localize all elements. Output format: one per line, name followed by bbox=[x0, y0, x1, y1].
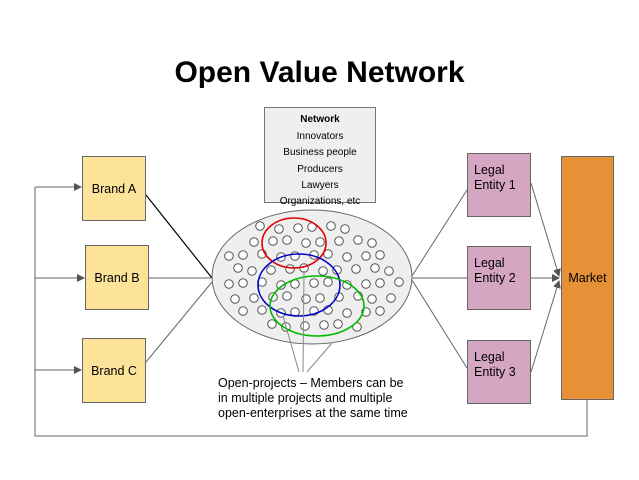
member-node bbox=[309, 278, 319, 288]
member-node bbox=[375, 306, 385, 316]
member-node bbox=[326, 221, 336, 231]
arrow-legal-1-market bbox=[530, 182, 561, 277]
network-item: Innovators bbox=[296, 130, 344, 142]
member-node bbox=[340, 224, 350, 234]
legal-entity-3-line2: Entity 3 bbox=[474, 365, 516, 379]
member-node bbox=[323, 277, 333, 287]
projects-caption: Open-projects – Members can be in multip… bbox=[218, 376, 438, 421]
member-node bbox=[224, 251, 234, 261]
legal-entity-1-line1: Legal bbox=[474, 163, 505, 177]
caption-pointer-2 bbox=[302, 270, 305, 373]
member-node bbox=[224, 279, 234, 289]
member-node bbox=[249, 293, 259, 303]
caption-pointer-1 bbox=[282, 315, 300, 373]
legal-entity-2-line2: Entity 2 bbox=[474, 271, 516, 285]
caption-line: Open-projects – Members can be bbox=[218, 376, 404, 390]
member-node bbox=[375, 278, 385, 288]
member-node bbox=[266, 265, 276, 275]
market-label: Market bbox=[568, 271, 607, 285]
network-item: Business people bbox=[283, 147, 357, 158]
connector-brand-c-network bbox=[145, 281, 213, 363]
member-node bbox=[301, 238, 311, 248]
member-node bbox=[233, 263, 243, 273]
member-node bbox=[361, 279, 371, 289]
legal-entity-2-box: Legal Entity 2 bbox=[467, 246, 531, 310]
member-node bbox=[274, 224, 284, 234]
member-node bbox=[282, 291, 292, 301]
member-node bbox=[384, 266, 394, 276]
member-node bbox=[386, 293, 396, 303]
diagram-title: Open Value Network bbox=[174, 56, 465, 89]
project-circle-green bbox=[269, 275, 365, 337]
member-node bbox=[257, 305, 267, 315]
brand-c-box: Brand C bbox=[82, 338, 146, 403]
legal-entity-3-box: Legal Entity 3 bbox=[467, 340, 531, 404]
member-node bbox=[249, 237, 259, 247]
member-node bbox=[333, 319, 343, 329]
member-node bbox=[370, 263, 380, 273]
member-node bbox=[285, 264, 295, 274]
network-heading: Network bbox=[300, 114, 340, 125]
member-node bbox=[367, 294, 377, 304]
member-node bbox=[255, 221, 265, 231]
connector-network-legal-3 bbox=[411, 279, 468, 369]
feedback-loop-line bbox=[34, 187, 588, 437]
network-item: Lawyers bbox=[301, 180, 339, 191]
member-node bbox=[361, 251, 371, 261]
member-node bbox=[268, 236, 278, 246]
member-node bbox=[342, 308, 352, 318]
arrow-legal-3-market bbox=[530, 280, 561, 373]
connector-brand-a-network bbox=[145, 194, 213, 279]
member-node bbox=[315, 237, 325, 247]
member-node bbox=[353, 235, 363, 245]
member-node bbox=[230, 294, 240, 304]
member-node bbox=[319, 320, 329, 330]
brand-b-box: Brand B bbox=[85, 245, 149, 310]
brand-a-box: Brand A bbox=[82, 156, 146, 221]
network-item: Organizations, etc bbox=[279, 195, 361, 207]
caption-pointer-3 bbox=[306, 342, 333, 373]
network-item: Producers bbox=[297, 163, 343, 175]
member-node bbox=[334, 236, 344, 246]
legal-entity-1-line2: Entity 1 bbox=[474, 178, 516, 192]
brand-c-label: Brand C bbox=[91, 363, 137, 378]
legal-entity-1-box: Legal Entity 1 bbox=[467, 153, 531, 217]
project-circle-red bbox=[261, 217, 327, 269]
member-node bbox=[238, 250, 248, 260]
member-node bbox=[315, 293, 325, 303]
market-box: Market bbox=[561, 156, 614, 400]
member-node bbox=[300, 321, 310, 331]
caption-line: open-enterprises at the same time bbox=[218, 406, 408, 420]
member-node bbox=[318, 266, 328, 276]
member-node bbox=[342, 252, 352, 262]
member-node bbox=[301, 294, 311, 304]
brand-a-label: Brand A bbox=[91, 181, 137, 196]
network-info-box: Network Innovators Business people Produ… bbox=[264, 107, 376, 207]
member-node bbox=[293, 223, 303, 233]
member-node bbox=[276, 280, 286, 290]
member-node bbox=[267, 319, 277, 329]
member-node bbox=[290, 251, 300, 261]
member-node bbox=[247, 266, 257, 276]
connector-network-legal-1 bbox=[411, 189, 468, 277]
member-node bbox=[394, 277, 404, 287]
member-node bbox=[282, 235, 292, 245]
member-node bbox=[238, 278, 248, 288]
member-node bbox=[351, 264, 361, 274]
brand-b-label: Brand B bbox=[94, 270, 140, 285]
legal-entity-2-line1: Legal bbox=[474, 256, 505, 270]
member-node bbox=[238, 306, 248, 316]
project-circle-blue bbox=[257, 253, 341, 317]
member-node bbox=[367, 238, 377, 248]
caption-line: in multiple projects and multiple bbox=[218, 391, 393, 405]
member-node bbox=[375, 250, 385, 260]
legal-entity-3-line1: Legal bbox=[474, 350, 505, 364]
